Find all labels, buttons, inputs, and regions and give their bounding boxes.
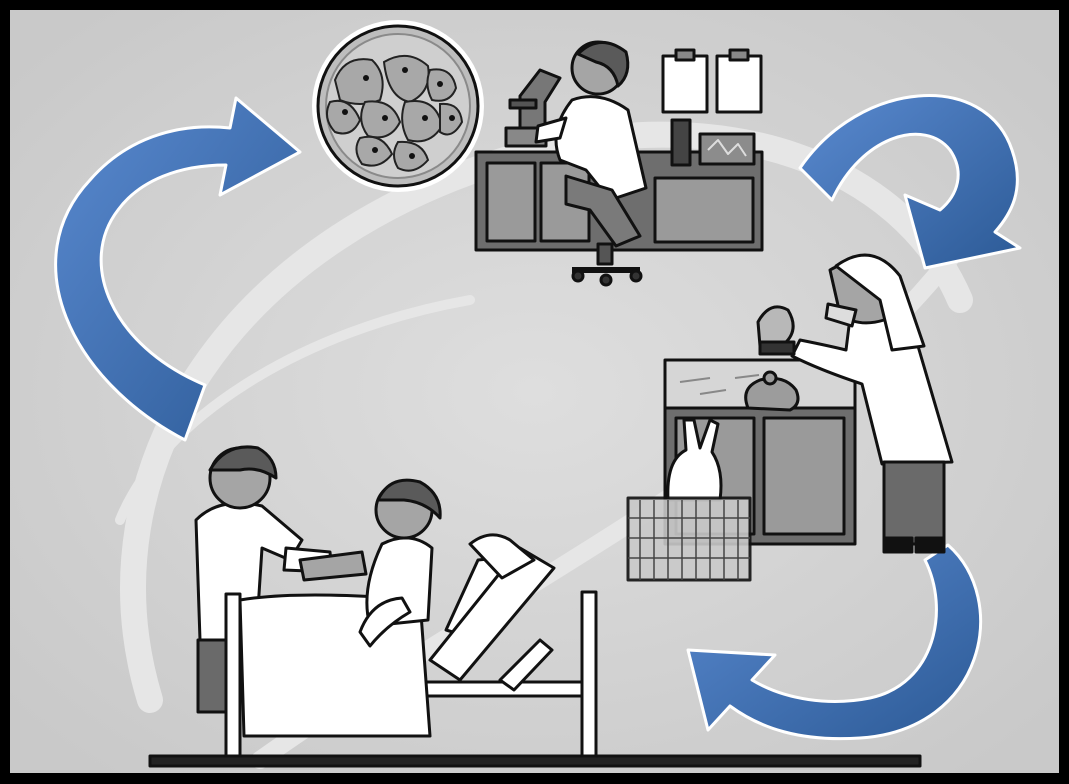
floor-line [150,756,920,766]
cage-icon [628,498,750,580]
petri-dish-icon [312,20,484,192]
